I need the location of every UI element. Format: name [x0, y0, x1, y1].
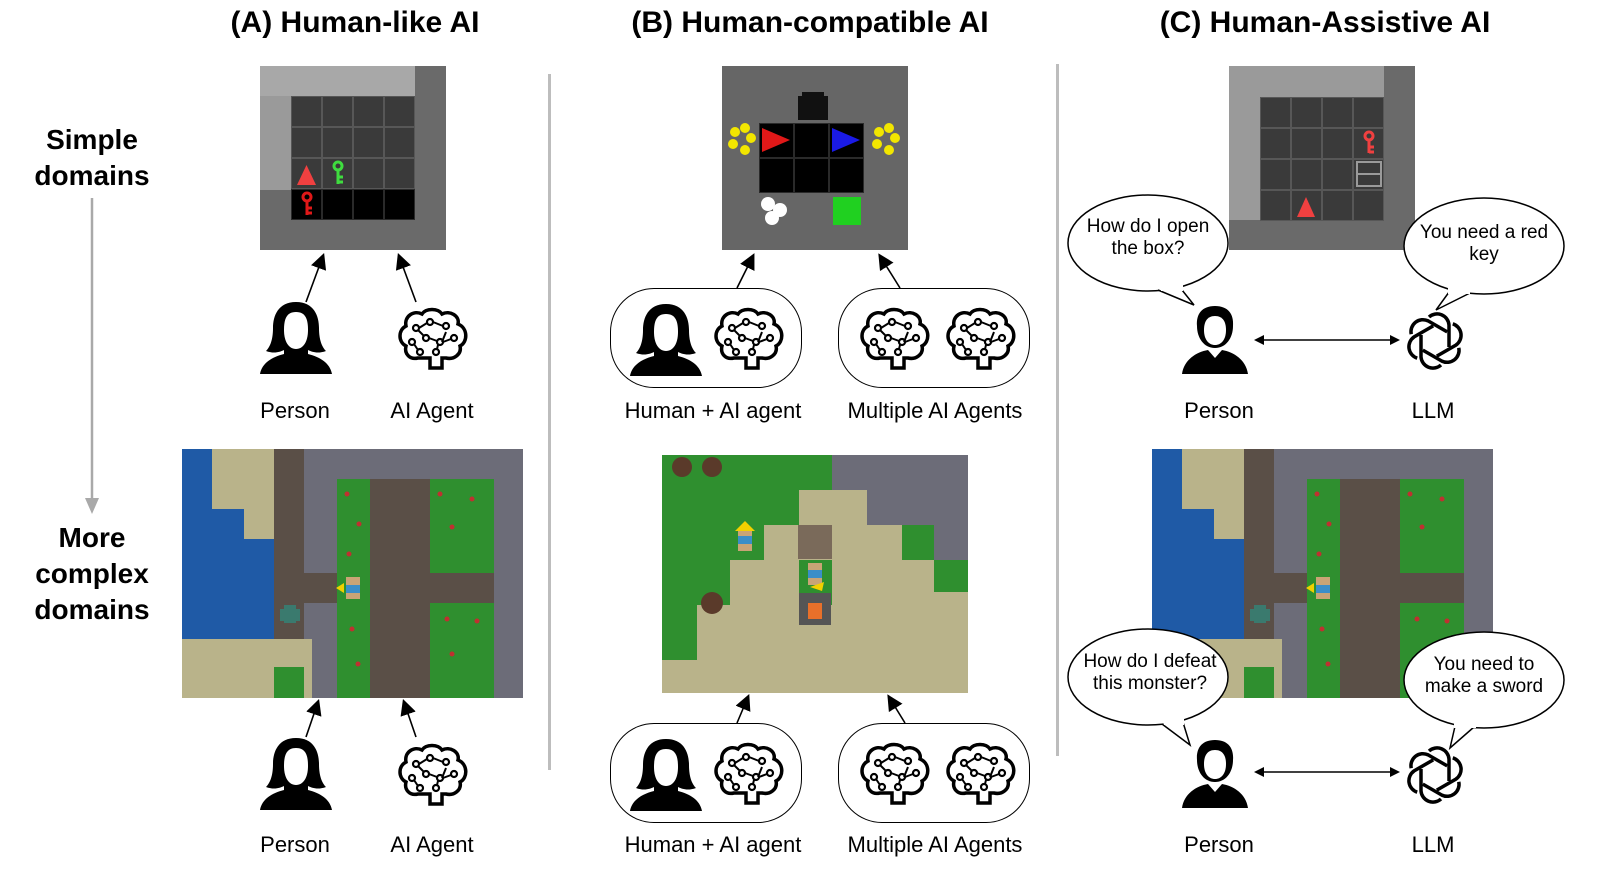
brain-icon [946, 307, 1016, 370]
player-icon [808, 563, 824, 591]
serve-station-icon [833, 197, 861, 225]
panel-a-title: (A) Human-like AI [230, 6, 480, 39]
green-key-icon [332, 160, 344, 184]
minigrid-c [1229, 66, 1415, 250]
difficulty-arrow [85, 198, 99, 514]
brain-icon [860, 742, 930, 805]
caption-person-c-simple: Person [1184, 398, 1254, 423]
person-silhouette-icon [1182, 306, 1248, 374]
caption-team-complex: Human + AI agent [624, 832, 802, 857]
llm-logo-icon [1407, 312, 1463, 370]
brain-icon [946, 742, 1016, 805]
arrow-icon [1254, 335, 1400, 345]
question-text-complex: How do I defeat this monster? [1083, 651, 1217, 694]
caption-person-a-simple: Person [260, 398, 330, 423]
pot-icon [798, 92, 828, 120]
agent-triangle-icon [1297, 197, 1315, 217]
caption-person-a-complex: Person [260, 832, 330, 857]
person-silhouette-icon [260, 302, 332, 374]
row-label-simple: Simple domains [34, 124, 150, 191]
teammate-icon [735, 521, 755, 551]
caption-multi-simple: Multiple AI Agents [847, 398, 1023, 423]
overcooked-grid-b [722, 66, 908, 250]
person-silhouette-icon [260, 738, 332, 810]
brain-icon [714, 742, 784, 805]
arrow-icon [1254, 767, 1400, 777]
onion-icon [728, 123, 900, 155]
agent-triangle-icon [297, 165, 316, 185]
speech-bubble-answer-complex [1403, 631, 1565, 751]
caption-llm-c-simple: LLM [1411, 398, 1455, 423]
zombie-icon [280, 605, 300, 623]
person-silhouette-icon [630, 739, 702, 811]
speech-bubble-answer-simple [1403, 197, 1565, 311]
player-icon [1306, 577, 1330, 599]
speech-bubble-question-simple [1067, 194, 1229, 306]
red-key-icon [1363, 130, 1375, 154]
zombie-icon [1250, 605, 1270, 623]
panel-c-title: (C) Human-Assistive AI [1159, 6, 1491, 39]
box-icon [1356, 161, 1382, 187]
caption-agent-a-simple: AI Agent [390, 398, 474, 423]
red-agent-icon [762, 128, 790, 152]
brain-icon [714, 307, 784, 370]
brain-icon [398, 743, 468, 806]
crafter-map-a [182, 449, 523, 698]
answer-text-simple: You need a red key [1419, 222, 1549, 265]
person-silhouette-icon [630, 304, 702, 376]
table-icon [798, 525, 832, 559]
player-icon [336, 577, 360, 599]
caption-agent-a-complex: AI Agent [390, 832, 474, 857]
crafter-map-b [662, 455, 968, 693]
panel-b-title: (B) Human-compatible AI [631, 6, 989, 39]
plate-icon [761, 197, 787, 225]
question-text-simple: How do I open the box? [1086, 216, 1210, 259]
divider-left [548, 74, 551, 770]
tree-icon [672, 457, 723, 614]
red-key-icon [301, 191, 313, 215]
llm-logo-icon [1407, 746, 1463, 804]
blue-agent-icon [832, 128, 860, 152]
minigrid-a [260, 66, 446, 250]
brain-icon [860, 307, 930, 370]
answer-text-complex: You need to make a sword [1424, 654, 1544, 697]
row-label-complex: More complex domains [34, 522, 150, 625]
caption-multi-complex: Multiple AI Agents [847, 832, 1023, 857]
caption-team-simple: Human + AI agent [624, 398, 802, 423]
brain-icon [398, 307, 468, 370]
caption-llm-c-complex: LLM [1411, 832, 1455, 857]
divider-right [1056, 64, 1059, 756]
person-silhouette-icon [1182, 740, 1248, 808]
caption-person-c-complex: Person [1184, 832, 1254, 857]
furnace-icon [799, 593, 831, 625]
speech-bubble-question-complex [1067, 628, 1229, 747]
